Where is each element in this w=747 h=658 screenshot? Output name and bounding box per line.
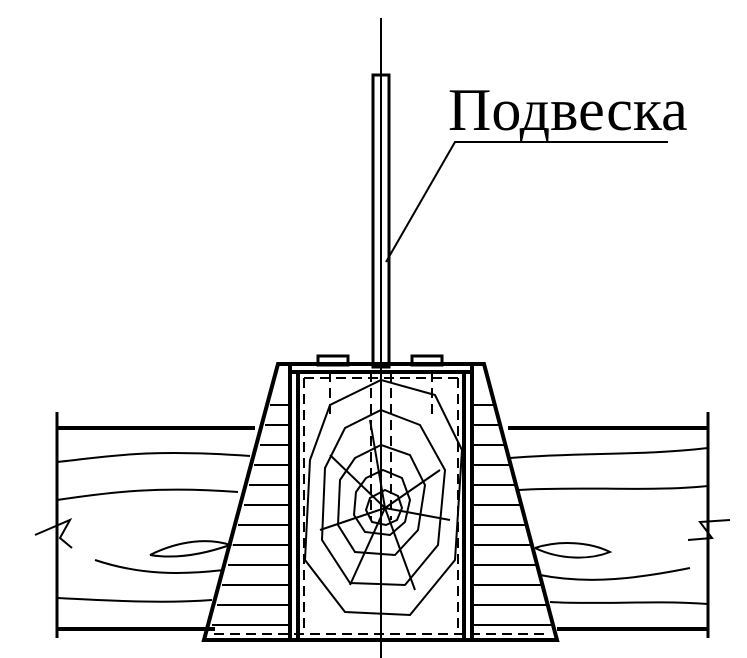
left-beam <box>34 412 255 638</box>
steel-bracket <box>204 362 557 642</box>
right-beam <box>508 412 731 638</box>
timber-cross-section <box>303 378 464 617</box>
callout-label: Подвеска <box>448 77 688 143</box>
callout: Подвеска <box>385 77 688 263</box>
left-wedge <box>201 362 292 642</box>
right-wedge <box>470 362 560 642</box>
hidden-lines <box>214 372 550 635</box>
hanger-rod <box>371 73 391 369</box>
callout-leader-line <box>385 141 668 263</box>
